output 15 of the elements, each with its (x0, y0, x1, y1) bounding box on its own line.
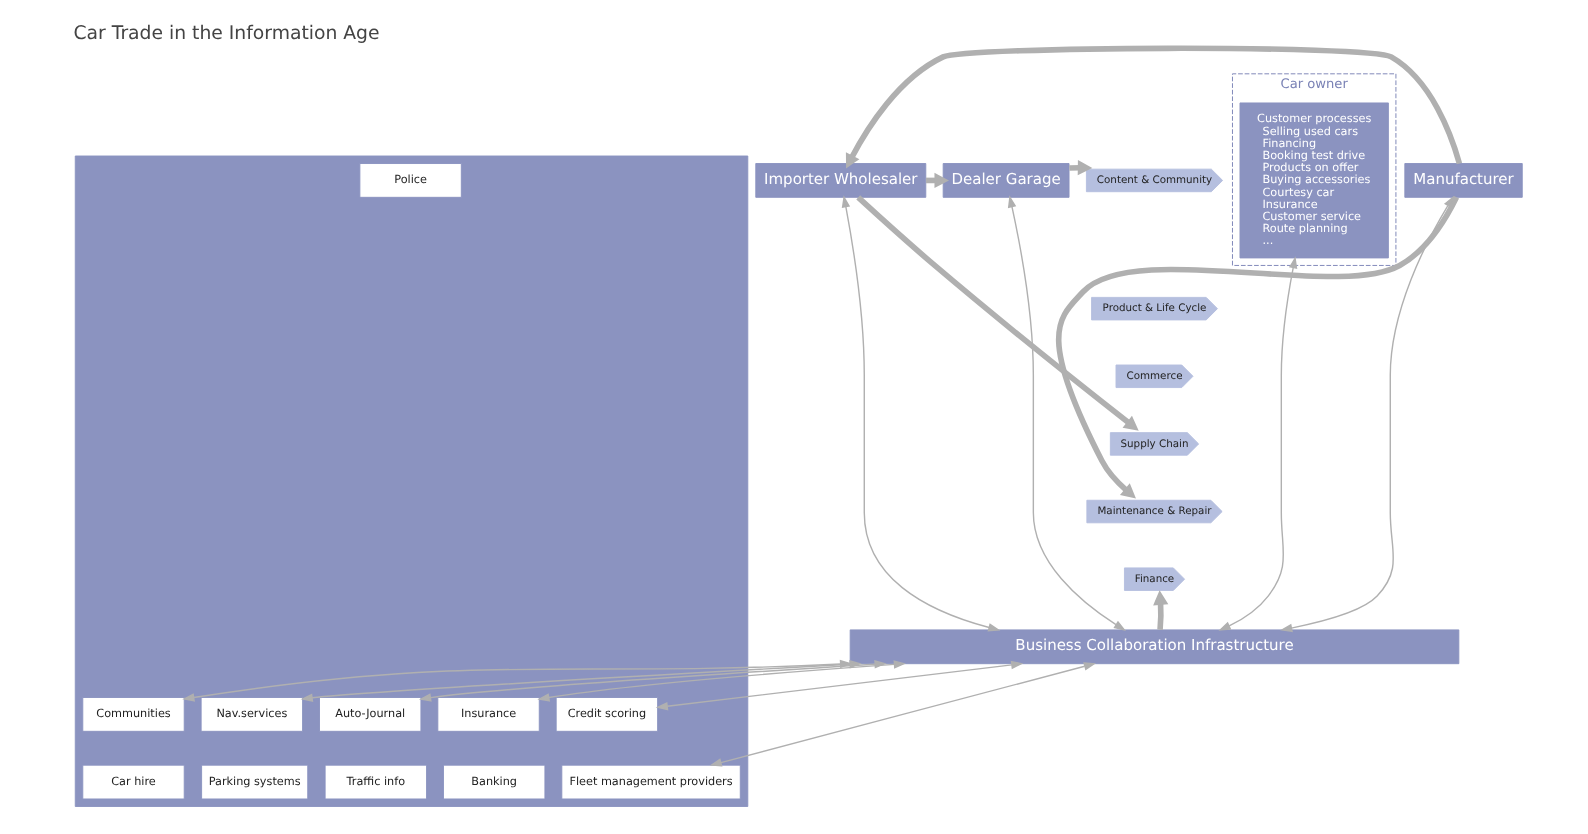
arrow (840, 195, 1000, 632)
arrow (299, 660, 861, 702)
diagram-title: Car Trade in the Information Age (72, 22, 379, 45)
arrow (536, 660, 905, 702)
arrow (417, 660, 886, 702)
arrow (855, 195, 1138, 431)
arrow (1055, 196, 1459, 499)
arrow (654, 660, 1023, 711)
arrow (1006, 195, 1126, 631)
arrow (708, 662, 1096, 767)
arrow (1217, 256, 1297, 631)
arrow (181, 659, 852, 702)
cluster (73, 155, 748, 807)
arrow (1279, 195, 1453, 633)
arrow (1152, 590, 1168, 631)
